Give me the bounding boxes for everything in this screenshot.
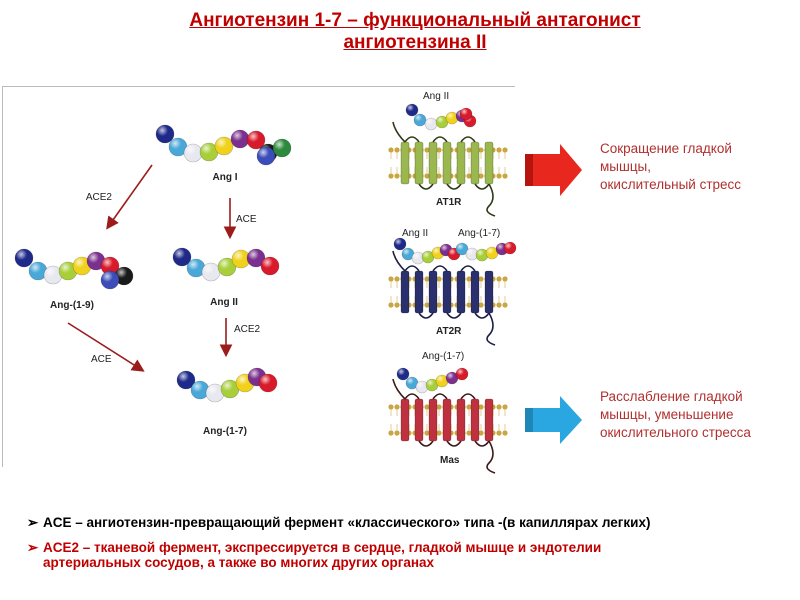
label-ang19: Ang-(1-9) (50, 300, 94, 311)
ang17-peptide (176, 367, 278, 403)
at2r-receptor (388, 250, 508, 346)
title-line-2: ангиотензина II (343, 32, 487, 53)
label-ang17: Ang-(1-7) (203, 426, 247, 437)
at1r-receptor (388, 121, 508, 217)
at2r-ang17-ligand (455, 241, 517, 262)
effect-relaxation-line-1: Расслабление гладкой (600, 389, 743, 404)
effect-relaxation-line-2: мышцы, уменьшение (600, 407, 734, 422)
bullet-ace-text: ACE – ангиотензин-превращающий фермент «… (43, 515, 651, 530)
effect-relaxation-line-3: окислительного стресса (600, 425, 751, 440)
block-arrow-right-icon (525, 144, 582, 196)
effect-contraction-line-3: окислительный стресс (600, 177, 742, 192)
bullet-ace2-line-2: артериальных сосудов, а также во многих … (43, 555, 435, 570)
label-at2r: AT2R (436, 326, 462, 337)
label-ace-top: ACE (236, 214, 257, 225)
bullet-ace2: ➢ ACE2 – тканевой фермент, экспрессирует… (27, 540, 787, 570)
effect-contraction: Сокращение гладкой мышцы, окислительный … (600, 140, 741, 194)
mas-ang17-ligand (396, 367, 469, 394)
effect-relaxation: Расслабление гладкой мышцы, уменьшение о… (600, 388, 751, 442)
block-arrow-right-icon (525, 396, 582, 444)
arrowhead-bullet-icon: ➢ (27, 540, 39, 555)
ang19-peptide (14, 248, 134, 290)
label-at1r: AT1R (436, 197, 462, 208)
ang2-peptide (172, 247, 280, 282)
effect-contraction-line-1: Сокращение гладкой (600, 141, 732, 156)
at2r-ang2-ligand (393, 237, 461, 265)
peptide-chains (14, 103, 517, 403)
effect-contraction-line-2: мышцы, (600, 159, 652, 174)
bullet-list: ➢ ACE – ангиотензин-превращающий фермент… (27, 515, 787, 580)
at1r-ang2-ligand (405, 103, 477, 131)
label-mas-ligand: Ang-(1-7) (422, 351, 464, 362)
label-ace2-left: ACE2 (86, 192, 113, 203)
label-at1r-ligand: Ang II (423, 91, 449, 102)
bullet-ace2-line-1: ACE2 – тканевой фермент, экспрессируется… (43, 540, 602, 555)
title-line-1: Ангиотензин 1-7 – функциональный антагон… (189, 10, 641, 31)
label-ang2: Ang II (210, 297, 238, 308)
ace-arrow-ang19-to-ang17 (67, 322, 145, 372)
label-ace-left: ACE (91, 354, 112, 365)
page-title: Ангиотензин 1-7 – функциональный антагон… (0, 10, 800, 54)
arrowhead-bullet-icon: ➢ (27, 515, 39, 530)
label-at2r-ligand-right: Ang-(1-7) (458, 228, 500, 239)
ang1-peptide (155, 124, 292, 166)
bullet-ace: ➢ ACE – ангиотензин-превращающий фермент… (27, 515, 787, 530)
label-ang1: Ang I (213, 172, 238, 183)
figure-panel (2, 86, 515, 467)
mas-receptor (388, 378, 508, 474)
ace2-arrow-ang1-to-ang19 (106, 164, 153, 230)
label-ace2-bottom: ACE2 (234, 324, 261, 335)
label-mas: Mas (440, 455, 460, 466)
label-at2r-ligand-left: Ang II (402, 228, 428, 239)
membranes (388, 121, 508, 474)
